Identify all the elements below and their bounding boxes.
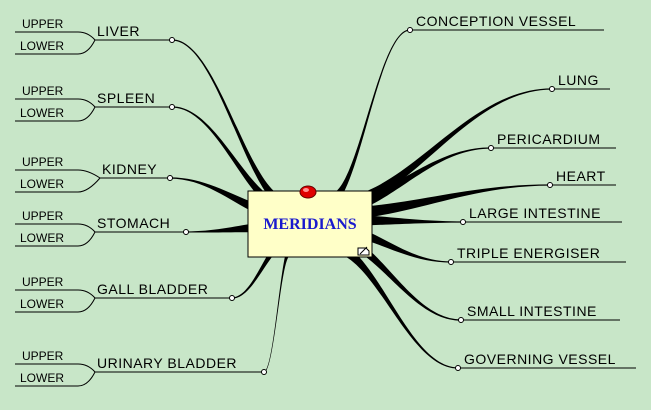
branch-connector-governing-vessel — [330, 240, 458, 369]
collapse-node-icon[interactable] — [455, 365, 461, 371]
central-topic[interactable]: MERIDIANS — [247, 185, 373, 258]
topic-pericardium[interactable]: PERICARDIUM — [497, 131, 601, 147]
collapse-node-icon[interactable] — [167, 175, 173, 181]
central-topic-box[interactable] — [247, 190, 373, 258]
topic-governing-vessel[interactable]: GOVERNING VESSEL — [464, 351, 616, 367]
subtopic-lower[interactable]: LOWER — [20, 106, 64, 120]
subtopic-connector — [77, 363, 96, 387]
topic-small-intestine[interactable]: SMALL INTESTINE — [467, 303, 597, 319]
collapse-node-icon[interactable] — [229, 295, 235, 301]
central-topic-label: MERIDIANS — [263, 216, 356, 233]
topic-gall-bladder[interactable]: GALL BLADDER — [97, 281, 208, 297]
edit-note-icon[interactable] — [357, 246, 370, 256]
collapse-node-icon[interactable] — [183, 229, 189, 235]
topic-triple-energiser[interactable]: TRIPLE ENERGISER — [457, 245, 600, 261]
collapse-node-icon[interactable] — [458, 317, 464, 323]
subtopic-connector — [77, 169, 101, 193]
topic-stomach[interactable]: STOMACH — [97, 215, 170, 231]
subtopic-connector — [77, 289, 96, 313]
collapse-node-icon[interactable] — [169, 104, 175, 110]
collapse-node-icon[interactable] — [460, 219, 466, 225]
collapse-node-icon[interactable] — [549, 86, 555, 92]
subtopic-upper[interactable]: UPPER — [22, 275, 64, 289]
subtopic-upper[interactable]: UPPER — [22, 349, 64, 363]
topic-conception-vessel[interactable]: CONCEPTION VESSEL — [416, 13, 576, 29]
collapse-node-icon[interactable] — [261, 369, 267, 375]
topic-large-intestine[interactable]: LARGE INTESTINE — [469, 205, 601, 221]
branch-connector-liver — [172, 39, 290, 212]
branch-connector-heart — [330, 184, 550, 220]
collapse-node-icon[interactable] — [407, 27, 413, 33]
branch-connector-urinary-bladder — [264, 244, 290, 373]
subtopic-lower[interactable]: LOWER — [20, 177, 64, 191]
collapse-node-icon[interactable] — [169, 37, 175, 43]
topic-urinary-bladder[interactable]: URINARY BLADDER — [97, 355, 237, 371]
subtopic-lower[interactable]: LOWER — [20, 39, 64, 53]
subtopic-upper[interactable]: UPPER — [22, 84, 64, 98]
collapse-node-icon[interactable] — [448, 259, 454, 265]
topic-spleen[interactable]: SPLEEN — [97, 90, 155, 106]
subtopic-upper[interactable]: UPPER — [22, 155, 64, 169]
topic-liver[interactable]: LIVER — [97, 23, 140, 39]
subtopic-upper[interactable]: UPPER — [22, 17, 64, 31]
subtopic-connector — [77, 223, 96, 247]
subtopic-lower[interactable]: LOWER — [20, 371, 64, 385]
topic-heart[interactable]: HEART — [556, 168, 606, 184]
subtopic-connector — [77, 31, 96, 55]
collapse-node-icon[interactable] — [547, 182, 553, 188]
marker-highlight-icon — [303, 188, 309, 192]
topic-kidney[interactable]: KIDNEY — [102, 161, 157, 177]
branch-connector-spleen — [172, 106, 290, 216]
collapse-node-icon[interactable] — [488, 145, 494, 151]
topic-lung[interactable]: LUNG — [558, 72, 599, 88]
branch-labels: LIVER UPPER LOWER SPLEEN UPPER LOWER KIDNEY UPP… — [20, 13, 616, 385]
subtopic-connector — [77, 98, 96, 122]
subtopic-upper[interactable]: UPPER — [22, 209, 64, 223]
subtopic-lower[interactable]: LOWER — [20, 231, 64, 245]
subtopic-lower[interactable]: LOWER — [20, 297, 64, 311]
marker-icon — [299, 185, 317, 199]
